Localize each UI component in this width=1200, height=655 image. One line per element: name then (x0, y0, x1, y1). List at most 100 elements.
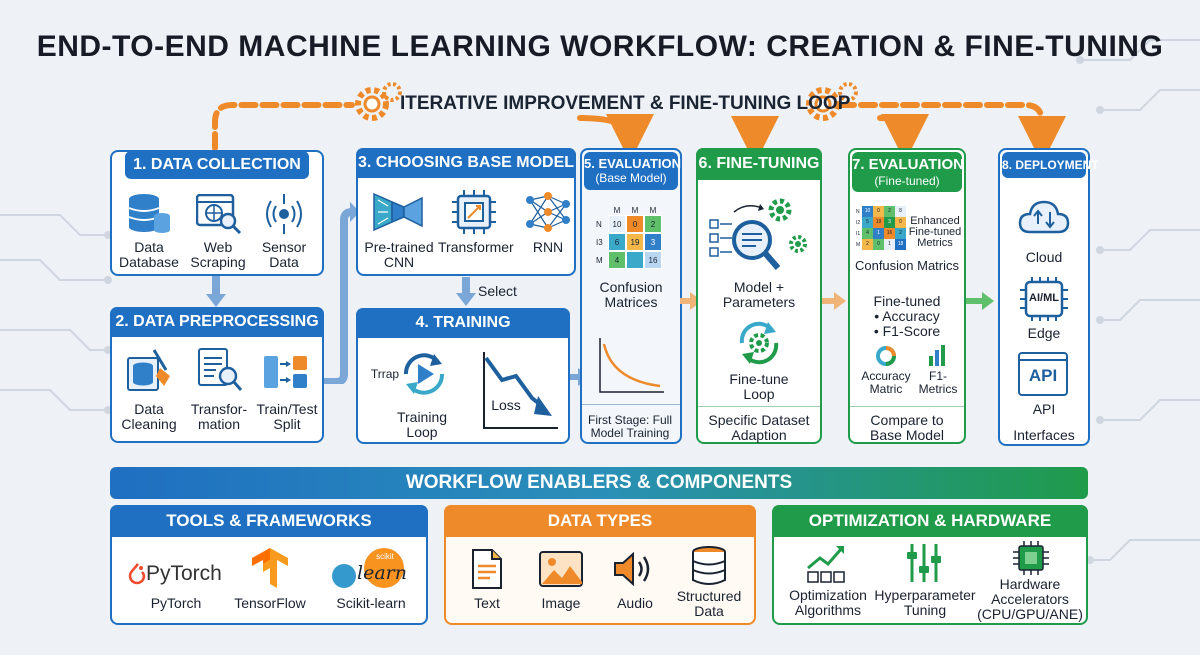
f1-metrics-label: F1-Metrics (918, 369, 958, 396)
training-loop-icon (403, 353, 445, 395)
data-preprocessing-header: 2. DATA PREPROCESSING (110, 307, 324, 337)
transformer-icon (452, 190, 496, 234)
cnn-icon (373, 192, 423, 232)
accuracy-pie-icon (876, 346, 896, 366)
gear-icon (355, 87, 389, 121)
confusion-matrix-finetuned: N 10 0 2 8 I2 5 19 3 0 I1 4 1 16 2 M 2 0… (856, 206, 906, 254)
structured-data-icon (692, 546, 726, 585)
fine-tuning-header: 6. FINE-TUNING (696, 148, 822, 180)
hardware-accelerators-label: Hardware Accelerators (CPU/GPU/ANE) (977, 576, 1083, 622)
evaluation-base-divider (582, 404, 680, 405)
web-scraping-icon (196, 194, 242, 234)
sensor-icon (266, 194, 302, 234)
arrow-evaluation-to-deployment (966, 292, 994, 310)
enhanced-metrics-label: Enhanced Fine-tuned Metrics (908, 215, 962, 249)
split-icon (264, 356, 307, 388)
finetuned-metrics-title: Fine-tuned (873, 293, 941, 309)
enablers-bar: WORKFLOW ENABLERS & COMPONENTS (110, 467, 1088, 499)
optimization-chart-icon (807, 546, 845, 583)
page-title: END-TO-END MACHINE LEARNING WORKFLOW: CR… (36, 30, 1164, 63)
image-label: Image (541, 595, 581, 611)
fine-tuning-divider (698, 406, 820, 407)
transformation-label: Transfor-mation (190, 401, 248, 432)
evaluation-base-card (580, 148, 682, 444)
cloud-icon (1018, 200, 1070, 234)
api-icon: API (1018, 352, 1068, 396)
arrow-finetuning-to-evaluation (822, 292, 846, 310)
training-header: 4. TRAINING (356, 308, 570, 338)
text-file-icon (472, 549, 502, 589)
base-model-header: 3. CHOOSING BASE MODEL (356, 148, 576, 178)
loss-curve-icon (599, 338, 664, 393)
data-cleaning-icon (127, 349, 170, 391)
trap-label: Trrap (370, 367, 400, 381)
loop-title: ITERATIVE IMPROVEMENT & FINE-TUNING LOOP (400, 93, 851, 114)
pytorch-logo-text: PyTorch (146, 562, 222, 585)
edge-label: Edge (1027, 325, 1061, 341)
deployment-header: 8. DEPLOYMENT (1002, 152, 1099, 178)
tensorflow-icon (252, 548, 288, 588)
audio-icon (614, 551, 650, 587)
chip-text: AI/ML (1029, 292, 1059, 304)
rnn-label: RNN (532, 239, 564, 255)
confusion-matrics-label: Confusion Matrics (854, 258, 960, 273)
optimization-header: OPTIMIZATION & HARDWARE (772, 505, 1088, 537)
arrow-collection-to-preprocessing (206, 276, 226, 307)
model-parameters-label: Model +Parameters (722, 279, 796, 310)
pytorch-icon (128, 563, 146, 585)
tensorflow-label: TensorFlow (234, 595, 306, 611)
interfaces-label: Interfaces (1013, 427, 1075, 443)
cloud-label: Cloud (1025, 249, 1063, 265)
api-badge-text: API (1028, 366, 1058, 385)
model-parameters-icon (709, 198, 807, 270)
loss-chart-icon (483, 352, 558, 429)
transformation-icon (198, 348, 243, 391)
finetuned-metrics-bullets: • Accuracy• F1-Score (873, 308, 941, 339)
select-label: Select (478, 283, 517, 299)
sliders-icon (907, 544, 941, 582)
scikit-learn-icon (332, 548, 404, 588)
hardware-chip-icon (1013, 541, 1049, 575)
scikit-logo-small: scikit (376, 552, 394, 561)
arrow-preprocessing-to-base-model (324, 202, 360, 384)
data-types-header: DATA TYPES (444, 505, 756, 537)
fine-tuning-card (696, 148, 822, 444)
api-label: API (1032, 401, 1056, 417)
scikit-learn-label: Scikit-learn (336, 595, 406, 611)
evaluation-ft-divider (850, 406, 964, 407)
evaluation-ft-header: 7. EVALUATION (Fine-tuned) (852, 152, 964, 192)
image-icon (539, 551, 583, 587)
rnn-icon (526, 192, 570, 232)
confusion-matrix-base: M M M N 10 0 2 I3 6 19 3 M 4 16 (596, 206, 670, 274)
evaluation-ft-card (848, 148, 966, 444)
database-icon (128, 194, 170, 233)
evaluation-base-header: 5. EVALUATION (Base Model) (584, 152, 681, 190)
chip-icon (1020, 277, 1068, 321)
tools-header: TOOLS & FRAMEWORKS (110, 505, 428, 537)
finetune-loop-icon (739, 321, 779, 365)
scikit-logo-text: learn (357, 562, 407, 584)
transformer-label: Transformer (438, 239, 514, 255)
pytorch-label: PyTorch (150, 595, 202, 611)
f1-bar-icon (929, 345, 945, 366)
arrow-base-model-to-training (456, 277, 476, 306)
audio-label: Audio (617, 595, 653, 611)
